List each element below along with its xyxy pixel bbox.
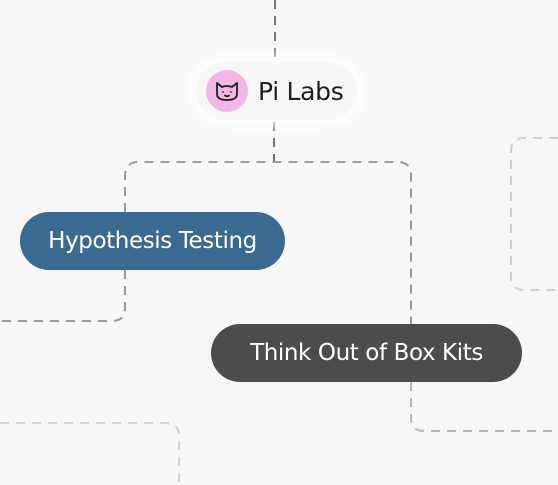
connector-left-branch — [0, 270, 126, 322]
brand-name: Pi Labs — [258, 76, 344, 106]
node-hypothesis-testing[interactable]: Hypothesis Testing — [20, 212, 285, 270]
node-think-out-of-box-kits[interactable]: Think Out of Box Kits — [211, 324, 522, 382]
connector-right-branch — [410, 382, 558, 432]
brand-node[interactable]: Pi Labs — [196, 62, 358, 120]
connector-right-faint — [510, 137, 558, 291]
cat-icon — [206, 70, 248, 112]
connector-bottom-faint — [0, 422, 180, 485]
